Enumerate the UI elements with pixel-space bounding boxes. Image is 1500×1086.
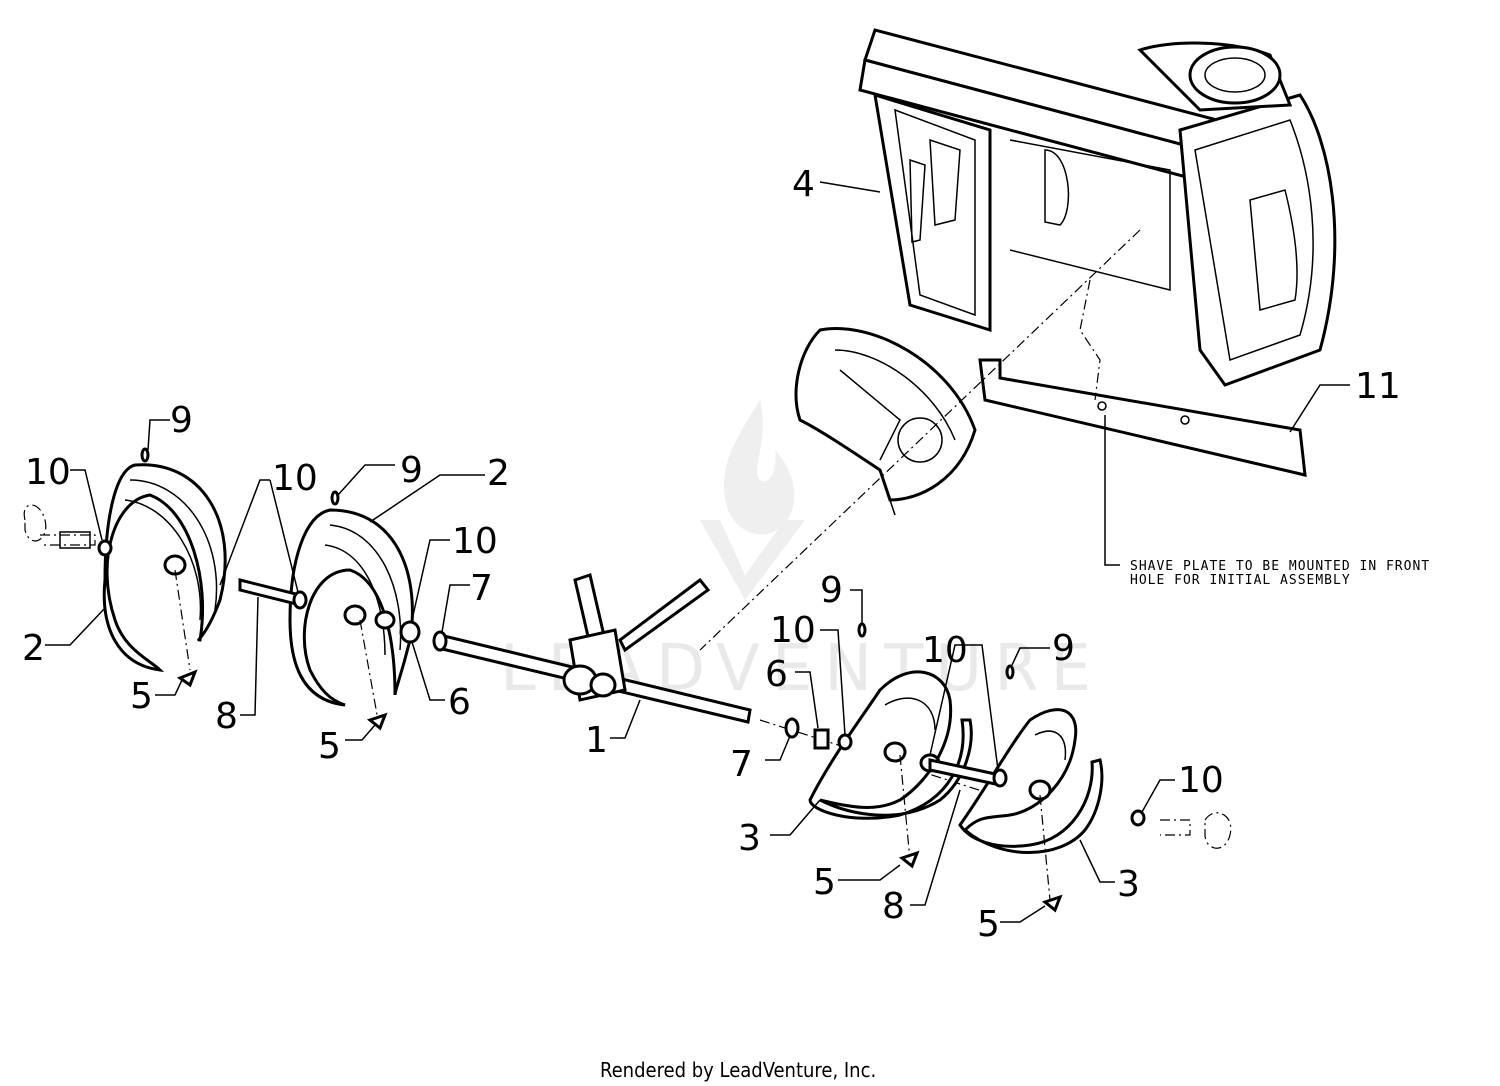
callout-6-right: 6 — [765, 654, 788, 695]
callout-10-left-center: 10 — [452, 521, 498, 562]
callout-10-right-center: 10 — [770, 610, 816, 651]
callout-5-right: 5 — [977, 904, 1000, 945]
callout-5-right-center: 5 — [813, 862, 836, 903]
callout-3-left: 3 — [738, 818, 761, 859]
footer-credit: Rendered by LeadVenture, Inc. — [600, 1058, 876, 1082]
auger-flight-left-outer — [102, 463, 227, 673]
right-hardware — [784, 622, 1232, 913]
shave-plate-note-line1: SHAVE PLATE TO BE MOUNTED IN FRONT — [1130, 559, 1430, 574]
shaft-centerline-right — [759, 719, 1011, 801]
chevron-logo — [700, 520, 805, 600]
callout-6-left: 6 — [448, 682, 471, 723]
shave-plate — [978, 279, 1307, 477]
callout-2-left: 2 — [22, 628, 45, 669]
assembly-centerline — [699, 229, 1141, 651]
leader-lines — [45, 181, 1350, 923]
impeller — [794, 327, 977, 516]
callout-10-far-left: 10 — [25, 452, 71, 493]
left-hardware — [23, 447, 421, 731]
gearbox-and-shaft — [432, 573, 752, 724]
callout-10-left-top: 10 — [272, 458, 318, 499]
callout-10-right-top: 10 — [922, 630, 968, 671]
flame-logo — [723, 400, 795, 535]
auger-flight-right-outer — [958, 708, 1104, 901]
auger-flight-left-inner — [288, 508, 414, 721]
callout-7-right: 7 — [730, 744, 753, 785]
callout-7-left: 7 — [470, 568, 493, 609]
shave-plate-note-line2: HOLE FOR INITIAL ASSEMBLY — [1130, 573, 1351, 588]
callout-9-right: 9 — [1052, 628, 1075, 669]
callout-9-right-center: 9 — [820, 570, 843, 611]
callout-9-left-center: 9 — [400, 450, 423, 491]
auger-housing — [858, 28, 1337, 387]
callout-9-left: 9 — [170, 400, 193, 441]
callout-5-far-left: 5 — [130, 676, 153, 717]
callout-10-far-right: 10 — [1178, 760, 1224, 801]
callout-11: 11 — [1355, 366, 1401, 407]
callout-8-right: 8 — [882, 886, 905, 927]
callout-3-right: 3 — [1117, 864, 1140, 905]
callout-5-left: 5 — [318, 726, 341, 767]
callout-8-left: 8 — [215, 696, 238, 737]
auger-flight-right-inner — [808, 670, 973, 861]
callout-1: 1 — [585, 720, 608, 761]
callout-4: 4 — [792, 164, 815, 205]
callout-2-right: 2 — [487, 453, 510, 494]
